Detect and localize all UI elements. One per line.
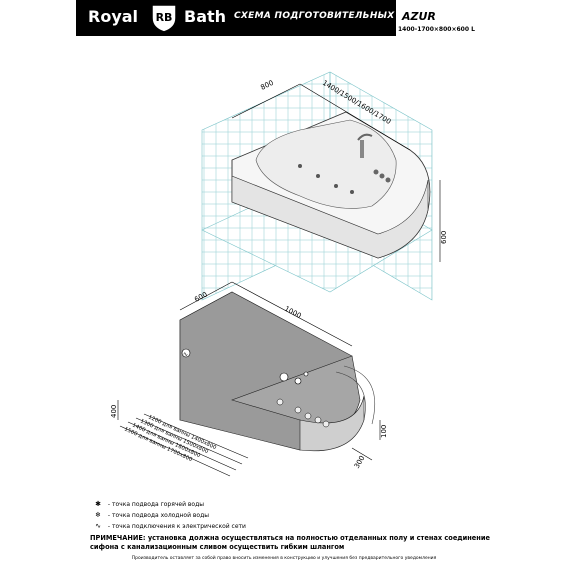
brand-royal: Royal	[88, 7, 139, 26]
faucet-icon	[357, 133, 391, 183]
legend-item-cold: ❄ - точка подвода холодной воды	[90, 511, 209, 519]
hot-water-icon: ✱	[95, 500, 101, 508]
dim-width-label: 800	[259, 79, 275, 92]
note-text: установка должна осуществляться на полно…	[90, 534, 490, 551]
legend-cold-text: - точка подвода холодной воды	[107, 512, 209, 519]
cold-water-icon: ❄	[95, 511, 101, 519]
model-name: AZUR	[402, 10, 436, 23]
hot-water-point-icon	[279, 372, 289, 382]
electric-point-icon	[181, 348, 191, 358]
plan-fittings-icon	[276, 398, 330, 428]
installation-note: ПРИМЕЧАНИЕ: установка должна осуществлят…	[90, 534, 490, 552]
logo-text: RB	[156, 11, 173, 24]
legend-electric-text: - точка подключения к электрической сети	[107, 523, 246, 530]
legend-item-hot: ✱ - точка подвода горячей воды	[90, 500, 204, 508]
cold-water-point-icon	[294, 377, 302, 385]
dim-1000-label: 1000	[283, 305, 302, 320]
legend-item-electric: ∿ - точка подключения к электрической се…	[90, 522, 246, 530]
sheet-title: СХЕМА ПОДГОТОВИТЕЛЬНЫХ РАБОТ	[234, 11, 434, 21]
dim-height-label: 600	[440, 231, 448, 244]
isometric-view: 800 1400/1500/1600/1700 600	[201, 71, 448, 301]
brand-bath: Bath	[184, 7, 227, 26]
electric-icon: ∿	[95, 522, 101, 530]
model-box	[396, 0, 496, 36]
royal-bath-logo-icon: RB	[151, 4, 177, 33]
dim-100-label: 100	[380, 425, 388, 438]
legend-hot-text: - точка подвода горячей воды	[107, 501, 204, 508]
jet-icon	[334, 184, 338, 188]
footer-disclaimer: Производитель оставляет за собой право в…	[131, 556, 437, 561]
bathtub-skirt	[231, 160, 429, 259]
svg-text:∿: ∿	[183, 351, 188, 358]
jet-icon	[298, 164, 302, 168]
jet-icon	[316, 174, 320, 178]
plan-view: ∿ 600 1000 400 100 300 1200 для ванны 14…	[110, 281, 388, 477]
model-dimensions: 1400-1700×800×600 L	[398, 26, 475, 33]
jet-icon	[350, 190, 354, 194]
dim-300-label: 300	[353, 454, 367, 470]
dim-400-label: 400	[110, 405, 118, 418]
note-label: ПРИМЕЧАНИЕ:	[90, 534, 146, 542]
